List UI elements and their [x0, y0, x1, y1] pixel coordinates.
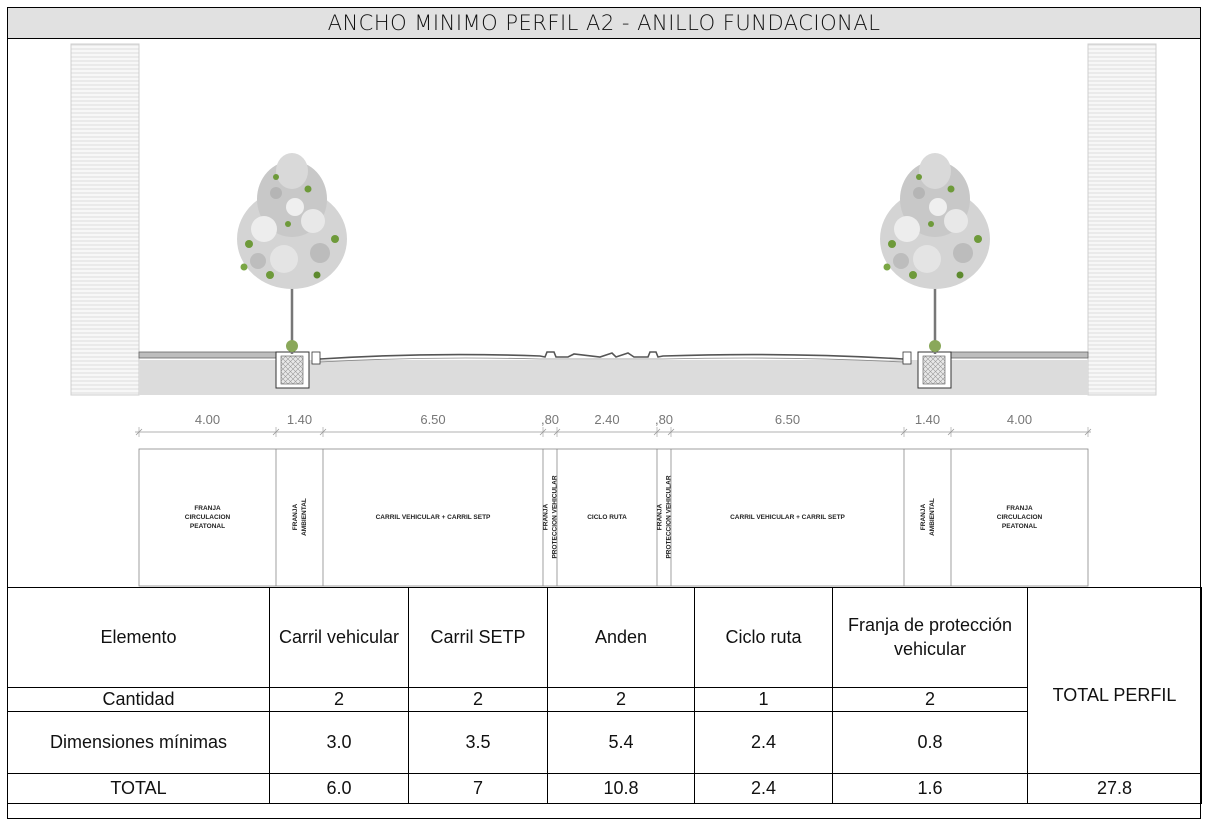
sidewalk-right	[950, 351, 1089, 359]
zone-strip	[138, 448, 1089, 587]
row-label-dimensiones: Dimensiones mínimas	[7, 711, 270, 775]
table-cell: 7	[408, 773, 548, 805]
header-carril-vehicular: Carril vehicular	[269, 587, 409, 688]
page-title: ANCHO MINIMO PERFIL A2 - ANILLO FUNDACIO…	[7, 7, 1201, 39]
dimension-label: 4.00	[195, 412, 220, 427]
road-surface	[319, 351, 904, 360]
dimension-label: 4.00	[1007, 412, 1032, 427]
tree-right	[880, 153, 990, 354]
header-franja: Franja de protección vehicular	[832, 587, 1028, 688]
table-cell: 2	[832, 686, 1028, 713]
dimension-label: ,80	[541, 412, 559, 427]
table-cell: 2	[408, 686, 548, 713]
dimension-label: ,80	[655, 412, 673, 427]
table-cell: 10.8	[547, 773, 695, 805]
grand-total: 27.8	[1027, 773, 1202, 805]
header-anden: Anden	[547, 587, 695, 688]
dimension-label: 2.40	[594, 412, 619, 427]
table-cell: 5.4	[547, 711, 695, 775]
dimension-label: 1.40	[287, 412, 312, 427]
row-label-total: TOTAL	[7, 773, 270, 805]
dimension-label: 1.40	[915, 412, 940, 427]
building-left	[70, 43, 140, 396]
row-label-cantidad: Cantidad	[7, 686, 270, 713]
dimension-label: 6.50	[420, 412, 445, 427]
header-carril-setp: Carril SETP	[408, 587, 548, 688]
zone-label: CARRIL VEHICULAR + CARRIL SETP	[376, 514, 491, 521]
sidewalk-left	[138, 351, 277, 359]
table-cell: 2.4	[694, 711, 833, 775]
summary-table: Elemento Carril vehicular Carril SETP An…	[7, 586, 1202, 805]
dimension-ticks	[135, 427, 1092, 437]
dimension-label: 6.50	[775, 412, 800, 427]
tree-left	[237, 153, 347, 354]
table-cell: 2	[547, 686, 695, 713]
building-right	[1087, 43, 1157, 396]
header-ciclo-ruta: Ciclo ruta	[694, 587, 833, 688]
table-cell: 2	[269, 686, 409, 713]
road-cross-section: 4.00 1.40 6.50 ,80 2.40 ,80 6.50 1.40 4.00 FRANJ…	[8, 39, 1200, 589]
zone-label: CICLO RUTA	[587, 514, 627, 521]
table-cell: 2.4	[694, 773, 833, 805]
table-cell: 6.0	[269, 773, 409, 805]
header-elemento: Elemento	[7, 587, 270, 688]
header-total-perfil: TOTAL PERFIL	[1027, 586, 1202, 775]
table-cell: 1	[694, 686, 833, 713]
table-cell: 3.5	[408, 711, 548, 775]
table-cell: 3.0	[269, 711, 409, 775]
table-cell: 1.6	[832, 773, 1028, 805]
table-cell: 0.8	[832, 711, 1028, 775]
zone-label: CARRIL VEHICULAR + CARRIL SETP	[730, 514, 845, 521]
